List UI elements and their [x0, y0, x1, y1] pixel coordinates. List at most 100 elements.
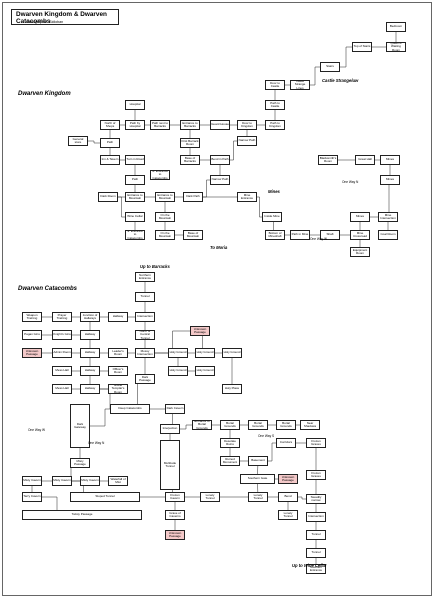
room-officers-room: Officer's Room [108, 366, 128, 376]
room-s-entrance-to-catacombs: S. Entrance to Catacombs [125, 230, 145, 240]
room-n-entrance-to-catacombs: N. Entrance to Catacombs [150, 170, 170, 180]
room-misty-cavern-2: Misty Cavern [52, 476, 72, 486]
room-mine-entrance: Mine Entrance [237, 192, 257, 202]
label-one-way-s: One Way S [258, 434, 275, 438]
room-base-of-barracks: Base of Barracks [180, 155, 200, 165]
room-bedroom: Bedroom [386, 22, 406, 32]
section-catacombs: Dwarven Catacombs [18, 286, 78, 292]
room-burial-grounds-1: Burial Grounds [220, 420, 240, 430]
label-mines: Mines [268, 189, 280, 194]
label-one-way-n: One Way N [88, 441, 105, 445]
label-up-to-wine-cellar: Up to Wine Cellar [292, 563, 327, 568]
room-inn-tavern: Inn & Tavern [100, 155, 120, 165]
room-entrance-to-barracks: Entrance to Barracks [180, 120, 200, 130]
room-entrance-to-burial-grounds: Entrance to Burial Grounds [192, 420, 212, 430]
room-corridors: Corridors [276, 438, 296, 448]
room-shaft: Shaft [320, 230, 340, 240]
room-holy-ground-2: Holy Ground [195, 348, 215, 358]
room-knights-gins: Knight's Gins [52, 330, 72, 340]
room-inside-mine: Inside Mine [262, 212, 282, 222]
room-lonely-tunnel-3: Lonely Tunnel [278, 510, 298, 520]
room-mine-intersection: Mine Intersection [378, 212, 398, 222]
room-mine-a: Mines [380, 155, 400, 165]
room-sloped-tunnel: Sloped Tunnel [70, 492, 140, 502]
room-coal-room: Coal Room [378, 230, 398, 240]
room-frozen-graves-2: Frozen Graves [306, 470, 326, 480]
room-misty-cavern-1: Misty Cavern [22, 476, 42, 486]
room-interjection: Interjection [160, 424, 180, 434]
room-mine-crossroad: Mine Crossroad [350, 230, 370, 240]
room-weapon-training: Weapon Training [22, 312, 42, 322]
room-basement: Basement [248, 456, 268, 466]
room-frozen-cavern: Frozen Cavern [165, 492, 185, 502]
room-near-shadows: Near Shadows [300, 420, 320, 430]
room-path-left: Path [100, 138, 120, 148]
label-castle-strangeluw: Castle Strangeluw [322, 78, 359, 83]
room-base-of-mountain: Base of Mountain [183, 230, 203, 240]
map-title: Dwarven Kingdom & Dwarven Catacombs [16, 11, 107, 25]
room-top-of-stairs: Top of Stairs [352, 42, 372, 52]
room-blacksmith-room: Blacksmith's Room [318, 155, 338, 165]
room-dark-passage: Dark Passage [135, 374, 155, 384]
room-guard-house: Guard House [210, 120, 230, 130]
map-frame: Dwarven Kingdom & Dwarven Catacombs Cart… [2, 2, 432, 596]
room-junction-hallways: Junction of Hallways [80, 312, 100, 322]
room-prayer-training: Prayer Training [52, 312, 72, 322]
room-path-by-hospital: Path by Hospital [125, 120, 145, 130]
room-twisty-passage: Twisty Passage [22, 510, 142, 520]
room-unknown-passage-4: Unknown Passage [165, 530, 185, 540]
room-narrow-path-k: Narrow Path [237, 136, 257, 146]
room-desolate-ruins: Desolate Ruins [220, 438, 240, 448]
room-dark-cavern: Dark Cavern [165, 404, 185, 414]
room-mess-hall-1: Mess Hall [52, 366, 72, 376]
room-grand-templars-room: Grand Templar's Room [108, 384, 128, 394]
room-holy-place: Holy Place [222, 384, 242, 394]
room-door-to-castle: Door to Castle [265, 80, 285, 90]
room-north-of-central-tunnel: North of Central Tunnel [135, 330, 155, 340]
room-tunnel-b2: Tunnel [306, 548, 326, 558]
room-southern-entrance: Southern Entrance [306, 564, 326, 574]
room-queens-waiting-room: Queen's Waiting Room [386, 42, 406, 52]
room-path-to-castle: Path to Castle [265, 100, 285, 110]
room-burial-grounds-2: Burial Grounds [248, 420, 268, 430]
room-inside-strange-lines: Inside Strange Lines [290, 80, 310, 90]
room-holy-ground-4: Holy Ground [168, 366, 188, 376]
room-leaders-room: Leader's Room [108, 348, 128, 358]
room-tarry-cavern: Tarry Cavern [22, 492, 42, 502]
room-holy-ground-1: Holy Ground [168, 348, 188, 358]
room-steadily-narrow: Steadily narrow [306, 494, 326, 504]
room-bend: Bend [278, 492, 298, 502]
room-lonely-tunnel-2: Lonely Tunnel [248, 492, 268, 502]
room-southern-gate: Southern Gate [240, 474, 275, 484]
room-path-in-mine: Path in Mine [290, 230, 310, 240]
room-multitude-tunnel: Multitude Tunnel [160, 440, 180, 490]
room-hallway-2: Hallway [80, 330, 100, 340]
label-up-to-barracks: Up to Barracks [140, 264, 170, 269]
room-hallway-3: Hallway [80, 348, 100, 358]
room-turn-in-road: Turn in Road [125, 155, 145, 165]
room-grave-of-caverns: Grave of Caverns [165, 510, 185, 520]
room-equipment-room: Equipment Room [350, 247, 370, 257]
room-unknown-passage-3: Unknown Passage [278, 474, 298, 484]
room-deep-catacombs: Deep Catacombs [110, 404, 150, 414]
room-path-next-to-barracks: Path next to Barracks [150, 120, 170, 130]
room-bend-in-path: Bend in Path [210, 155, 230, 165]
room-lonely-tunnel-1: Lonely Tunnel [200, 492, 220, 502]
room-door-to-kingdom: Door to Kingdom [237, 120, 257, 130]
room-misty-passage: Misty Passage [70, 458, 90, 468]
section-kingdom: Dwarven Kingdom [18, 91, 71, 97]
title-box: Dwarven Kingdom & Dwarven Catacombs Cart… [11, 9, 119, 25]
room-mine-b: Mines [380, 175, 400, 185]
room-intersection-top: Intersection [135, 312, 155, 322]
room-entrance-to-mountain-1: Entrance to Mountain [125, 192, 145, 202]
room-mine-c: Mines [350, 212, 370, 222]
room-holy-ground-3: Holy Ground [222, 348, 242, 358]
room-intersection-bottom: Intersection [306, 512, 326, 522]
room-dark-room: Dark Room [98, 192, 118, 202]
room-unknown-passage-2: Unknown Passage [22, 348, 42, 358]
room-waterfall-of-mist: Waterfall of Mist [108, 476, 128, 486]
room-unknown-passage-1: Unknown Passage [190, 326, 210, 336]
room-dark-gateway: Dark Gateway [70, 404, 90, 448]
room-hallway-top: Hallway [108, 312, 128, 322]
room-entrance-to-mountain-2: Entrance to Mountain [155, 192, 175, 202]
